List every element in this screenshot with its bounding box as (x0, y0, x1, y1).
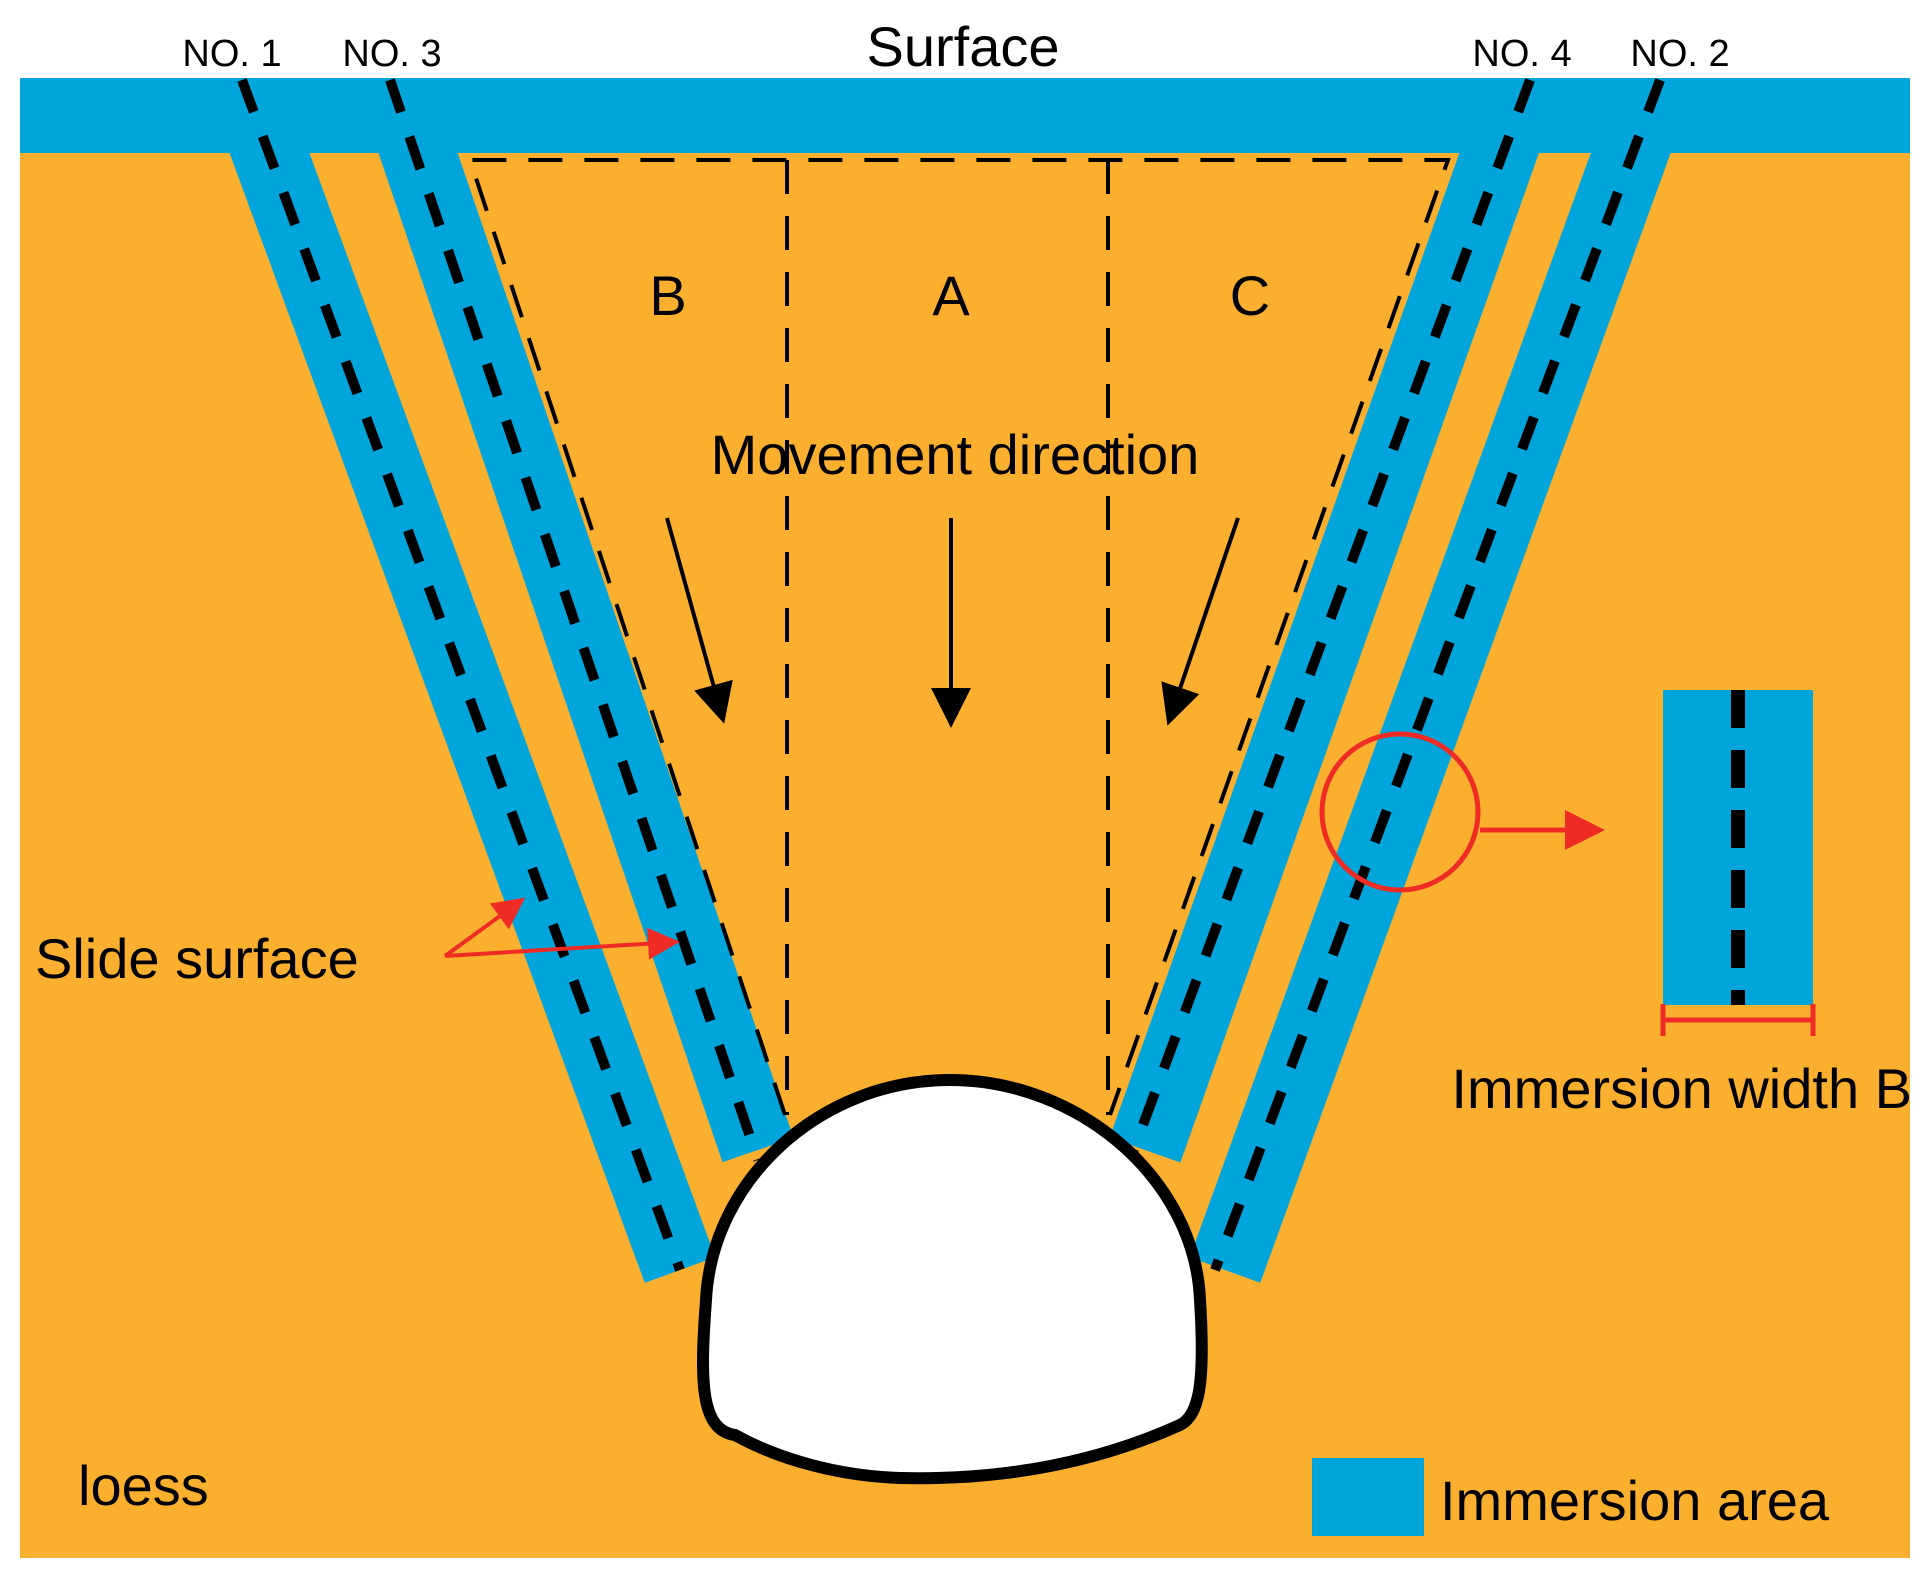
zone-boundaries (467, 158, 1451, 1116)
movement-arrows (665, 517, 1240, 728)
slide-line-no4 (1125, 78, 1535, 1162)
immersion-area-label: Immersion area (1440, 1469, 1830, 1532)
slide-surface-pointers (443, 897, 680, 960)
arrow-down-icon (1161, 517, 1240, 726)
arrow-right-icon (443, 897, 526, 958)
slide-line-no2 (1210, 78, 1665, 1272)
width-dimension (1660, 1004, 1816, 1036)
slide-label-no4: NO. 4 (1472, 33, 1571, 75)
tunnel-outline-icon (697, 1073, 1208, 1485)
arrow-right-icon (444, 927, 680, 960)
slide-label-no1: NO. 1 (182, 33, 281, 75)
surface-label: Surface (867, 15, 1060, 78)
zone-label-a: A (932, 264, 970, 327)
zone-label-c: C (1230, 264, 1270, 327)
immersion-width-label: Immersion width B (1451, 1057, 1912, 1120)
slide-surface-label: Slide surface (35, 927, 359, 990)
callout-circle (1319, 731, 1481, 893)
surface-immersion-band (20, 78, 1910, 153)
slide-line-no3 (385, 78, 763, 1162)
immersion-band-no2 (1189, 87, 1686, 1283)
zone-outline-left (467, 158, 1451, 1116)
slide-label-no2: NO. 2 (1630, 33, 1729, 75)
immersion-swatch-icon (1312, 1458, 1424, 1536)
zone-label-b: B (649, 264, 686, 327)
immersion-bands (214, 87, 1686, 1283)
loess-label: loess (78, 1454, 209, 1517)
movement-direction-label: Movement direction (711, 423, 1200, 486)
immersion-band-no1 (214, 87, 716, 1283)
slide-surface-lines (237, 78, 1665, 1272)
slide-line-no1 (237, 78, 685, 1272)
arrow-down-icon (665, 517, 733, 724)
slide-label-no3: NO. 3 (342, 33, 441, 75)
